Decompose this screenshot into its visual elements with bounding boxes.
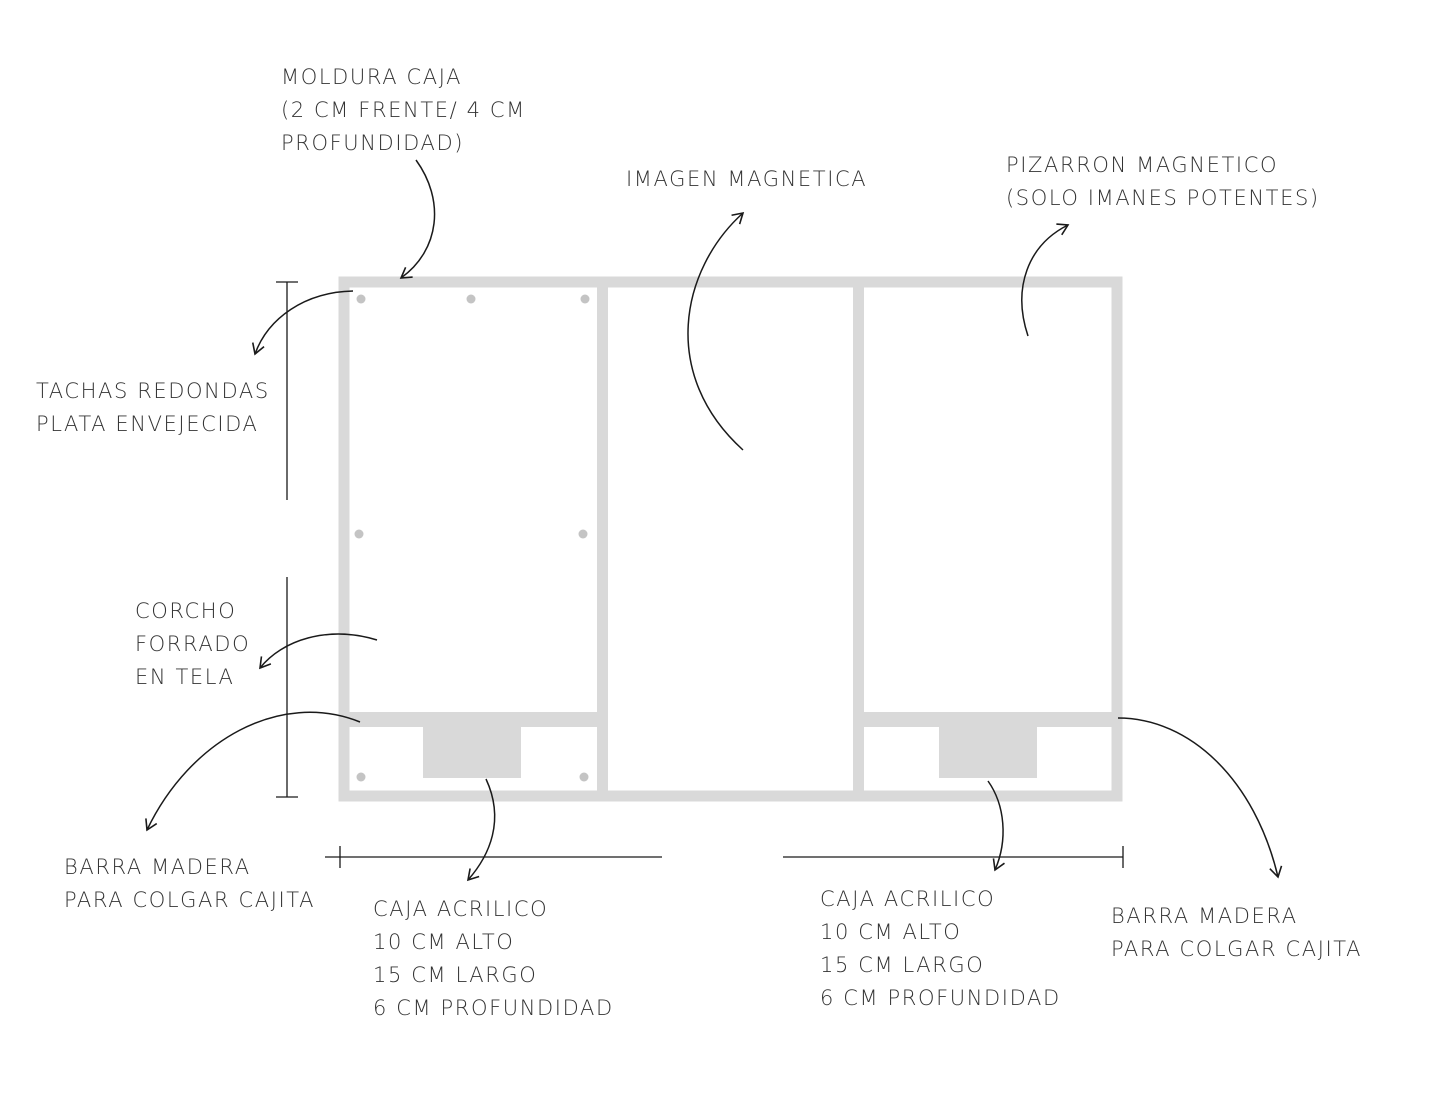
arrow-corcho	[259, 633, 378, 670]
arrow-caja-left	[466, 778, 496, 882]
stud	[579, 772, 589, 782]
wood-bar-right	[858, 712, 1117, 727]
label-line: CAJA ACRILICO	[373, 897, 549, 921]
acrylic-box-left	[423, 727, 521, 778]
label-line: 6 CM PROFUNDIDAD	[373, 996, 614, 1020]
label-caja-left: CAJA ACRILICO 10 CM ALTO 15 CM LARGO 6 C…	[373, 893, 614, 1025]
wood-bar-left	[344, 712, 602, 727]
label-line: 15 CM LARGO	[373, 963, 538, 987]
arrow-barra-left	[145, 711, 361, 832]
label-line: PLATA ENVEJECIDA	[36, 412, 259, 436]
label-line: 6 CM PROFUNDIDAD	[820, 986, 1061, 1010]
label-line: (SOLO IMANES POTENTES)	[1006, 186, 1320, 210]
arrow-barra-right	[1117, 717, 1283, 879]
label-line: PIZARRON MAGNETICO	[1006, 153, 1279, 177]
dimension-lines	[276, 281, 1124, 868]
label-caja-right: CAJA ACRILICO 10 CM ALTO 15 CM LARGO 6 C…	[820, 883, 1061, 1015]
label-tachas: TACHAS REDONDAS PLATA ENVEJECIDA	[36, 375, 270, 441]
stud	[580, 294, 590, 304]
label-barra-left: BARRA MADERA PARA COLGAR CAJITA	[64, 851, 315, 917]
stud	[578, 529, 588, 539]
arrow-tachas	[251, 290, 354, 356]
label-moldura: MOLDURA CAJA (2 CM FRENTE/ 4 CM PROFUNDI…	[281, 61, 526, 160]
label-line: 10 CM ALTO	[373, 930, 515, 954]
label-corcho: CORCHO FORRADO EN TELA	[135, 595, 250, 694]
stud	[356, 294, 366, 304]
studs	[354, 294, 590, 782]
divider-left	[597, 282, 608, 796]
arrow-caja-right	[987, 780, 1005, 872]
stud	[354, 529, 364, 539]
label-barra-right: BARRA MADERA PARA COLGAR CAJITA	[1111, 900, 1362, 966]
label-line: CORCHO	[135, 599, 237, 623]
label-line: FORRADO	[135, 632, 251, 656]
arrow-moldura	[399, 159, 436, 279]
frame-dividers	[344, 282, 1117, 796]
label-line: PROFUNDIDAD)	[281, 131, 465, 155]
label-line: (2 CM FRENTE/ 4 CM	[281, 98, 526, 122]
stud	[466, 294, 476, 304]
label-line: 10 CM ALTO	[820, 920, 962, 944]
label-line: 15 CM LARGO	[820, 953, 985, 977]
leader-arrows	[145, 159, 1283, 882]
divider-right	[853, 282, 864, 796]
label-line: CAJA ACRILICO	[820, 887, 996, 911]
acrylic-box-right	[939, 727, 1037, 778]
label-line: TACHAS REDONDAS	[36, 379, 270, 403]
frame	[338, 276, 1123, 802]
label-line: BARRA MADERA	[1111, 904, 1298, 928]
label-line: MOLDURA CAJA	[281, 65, 463, 89]
stud	[356, 772, 366, 782]
outer-frame	[338, 276, 1123, 802]
arrow-imagen	[687, 211, 745, 451]
label-line: PARA COLGAR CAJITA	[1111, 937, 1363, 961]
label-line: IMAGEN MAGNETICA	[626, 167, 868, 191]
label-pizarron: PIZARRON MAGNETICO (SOLO IMANES POTENTES…	[1006, 149, 1320, 215]
label-imagen: IMAGEN MAGNETICA	[626, 163, 867, 196]
label-line: PARA COLGAR CAJITA	[64, 888, 316, 912]
arrow-pizarron	[1021, 223, 1070, 337]
label-line: EN TELA	[135, 665, 235, 689]
label-line: BARRA MADERA	[64, 855, 251, 879]
